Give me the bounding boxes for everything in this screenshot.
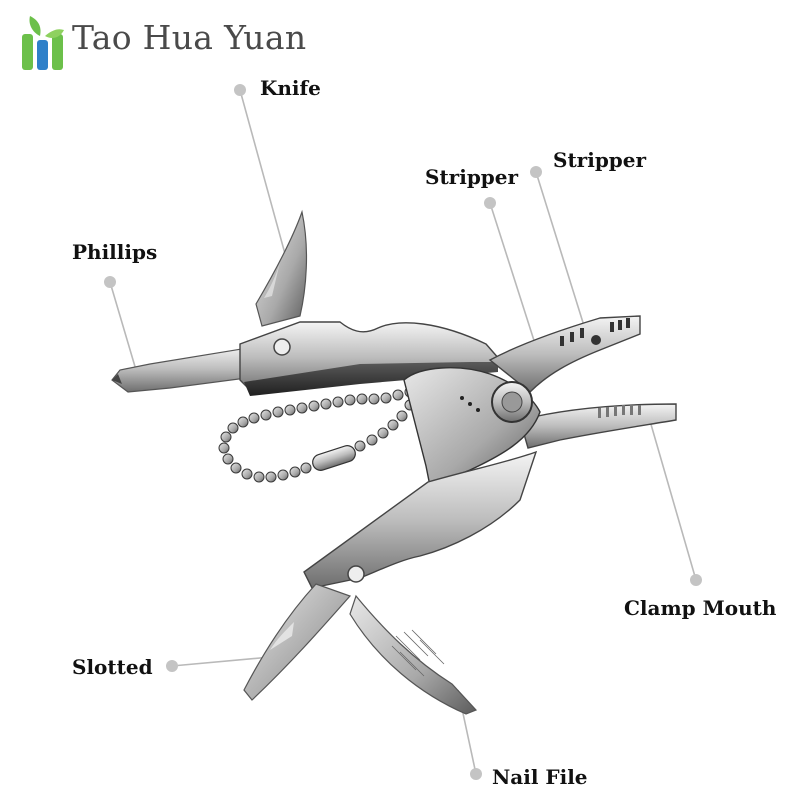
leader-line-phillips [109, 281, 137, 371]
lower-jaw [519, 403, 677, 449]
callout-stripper-right: Stripper [553, 148, 647, 172]
leader-line-stripper-right [535, 171, 591, 346]
callout-slotted: Slotted [72, 655, 153, 679]
callout-phillips: Phillips [72, 240, 158, 264]
file-texture [391, 629, 445, 677]
nail-file [349, 594, 478, 715]
chain-clasp [312, 445, 356, 471]
leader-line-knife [239, 89, 291, 273]
callout-stripper-left: Stripper [425, 165, 519, 189]
clamp-teeth [598, 405, 641, 418]
rivet-upper [273, 338, 291, 356]
leader-line-clamp-mouth [647, 413, 697, 581]
callout-clamp-mouth: Clamp Mouth [624, 596, 777, 620]
rivet-lower [347, 565, 365, 583]
upper-jaw [488, 315, 641, 393]
callout-knife: Knife [260, 76, 321, 100]
callout-nail-file: Nail File [492, 765, 588, 789]
lower-handle [303, 450, 538, 589]
leaf-logo-icon [22, 16, 64, 70]
brand-name: Tao Hua Yuan [72, 18, 307, 57]
leader-dots [104, 84, 702, 780]
knife-blade [255, 209, 308, 327]
slotted-screwdriver [243, 583, 352, 701]
stripper-teeth [560, 318, 630, 346]
